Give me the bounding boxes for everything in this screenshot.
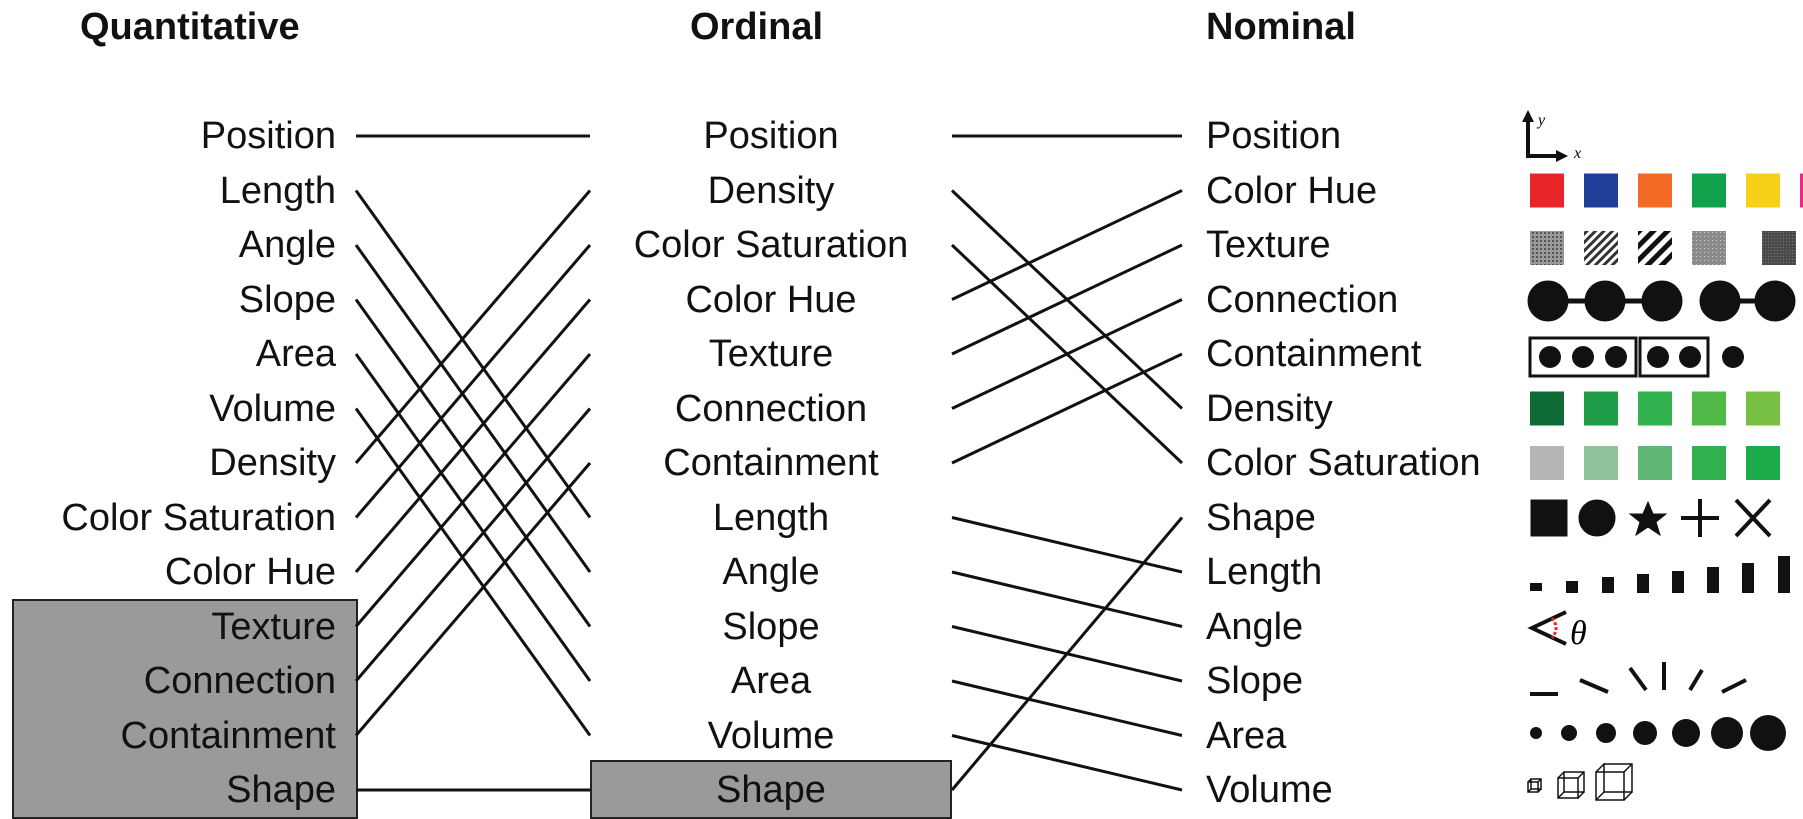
color-hue-swatch [1584,173,1618,208]
quantitative-item-shape: Shape [226,769,336,811]
quantitative-ordinal-link-angle [354,244,592,573]
nominal-item-texture: Texture [1206,224,1331,266]
density-swatch [1746,391,1780,426]
nominal-item-position: Position [1206,115,1342,157]
ordinal-item-color-saturation: Color Saturation [633,224,909,266]
quantitative-item-density: Density [209,442,336,484]
nominal-item-color-saturation: Color Saturation [1206,442,1481,484]
axis-x-label: x [1573,145,1581,162]
ordinal-nominal-link-shape [950,516,1184,791]
nominal-item-angle: Angle [1206,605,1304,648]
length-bars-icon [1530,556,1790,593]
slope-icon [1530,662,1747,696]
ordinal-item-color-hue: Color Hue [685,278,857,321]
nominal-item-color-hue: Color Hue [1206,169,1378,212]
ordinal-item-texture: Texture [708,333,834,375]
quantitative-ordinal-link-color-saturation [354,244,592,519]
containment-icon [1528,336,1744,378]
ordinal-shape-box [590,760,952,819]
quantitative-item-containment: Containment [120,714,336,757]
ordinal-item-position: Position [703,115,839,157]
nominal-item-containment: Containment [1206,333,1422,375]
quantitative-item-angle: Angle [238,224,336,266]
ordinal-nominal-link-area [951,679,1183,737]
quantitative-ordinal-link-length [354,189,592,519]
quantitative-ordinal-link-containment [354,462,592,737]
quantitative-ordinal-link-slope [354,298,592,628]
quantitative-ordinal-link-connection [354,407,592,682]
color-saturation-swatch [1692,446,1726,480]
color-saturation-swatch [1746,446,1780,480]
ordinal-nominal-link-containment [951,352,1183,465]
color-hue-swatch [1530,173,1564,208]
color-saturation-swatch [1584,446,1618,480]
color-hue-swatch [1692,173,1726,208]
quantitative-ordinal-link-density [354,189,592,464]
quantitative-ordinal-link-area [354,353,592,682]
area-circles-icon [1530,715,1786,751]
nominal-item-volume: Volume [1206,769,1333,811]
quantitative-item-color-hue: Color Hue [164,551,336,593]
ordinal-nominal-link-connection [951,298,1183,410]
density-swatch [1530,391,1564,426]
nominal-item-area: Area [1206,714,1287,757]
quantitative-item-length: Length [219,169,336,212]
connection-icon [1527,280,1796,322]
color-hue-swatch [1638,173,1672,208]
ordinal-item-connection: Connection [674,387,868,430]
color-saturation-swatch [1638,446,1672,480]
axis-y-label: y [1536,112,1546,129]
quantitative-header: Quantitative [80,6,300,48]
color-hue-swatch [1800,173,1803,208]
texture-swatches [1530,231,1796,265]
quantitative-item-position: Position [200,115,336,157]
nominal-item-density: Density [1206,387,1333,430]
quantitative-ordinal-link-texture [354,353,592,628]
color-saturation-swatches [1530,446,1780,480]
ordinal-item-area: Area [730,660,812,702]
density-swatch [1692,391,1726,426]
ordinal-item-volume: Volume [707,714,835,757]
ordinal-item-length: Length [712,496,830,539]
color-saturation-swatch [1530,446,1564,480]
quantitative-item-texture: Texture [211,605,336,648]
quantitative-item-volume: Volume [209,387,336,430]
color-hue-swatches [1530,173,1803,208]
volume-cubes-icon [1527,763,1633,801]
ordinal-item-angle: Angle [722,551,820,593]
ordinal-item-slope: Slope [722,605,820,648]
quantitative-ordinal-link-volume [354,407,592,737]
nominal-item-length: Length [1206,551,1323,593]
ordinal-item-density: Density [707,169,835,212]
ordinal-item-shape: Shape [716,769,826,811]
nominal-item-connection: Connection [1206,278,1399,321]
density-swatch [1584,391,1618,426]
quantitative-grouping-box [12,599,358,819]
quantitative-ordinal-link-color-hue [354,298,592,573]
theta-symbol: θ [1570,615,1587,652]
axes-icon [1522,110,1568,162]
nominal-item-slope: Slope [1206,660,1304,702]
ordinal-header: Ordinal [690,6,824,48]
density-swatches [1530,391,1780,426]
ordinal-nominal-link-texture [951,243,1183,356]
quantitative-item-connection: Connection [143,660,336,702]
quantitative-item-color-saturation: Color Saturation [61,496,336,539]
angle-icon [1527,610,1567,646]
nominal-item-shape: Shape [1206,496,1316,539]
ordinal-nominal-link-angle [951,570,1183,628]
density-swatch [1638,391,1672,426]
ordinal-item-containment: Containment [663,442,879,484]
quantitative-item-slope: Slope [238,278,336,321]
shape-icons [1530,498,1772,538]
ordinal-nominal-link-color-hue [951,189,1183,301]
nominal-header: Nominal [1206,6,1356,48]
color-hue-swatch [1746,173,1780,208]
quantitative-item-area: Area [255,333,336,375]
